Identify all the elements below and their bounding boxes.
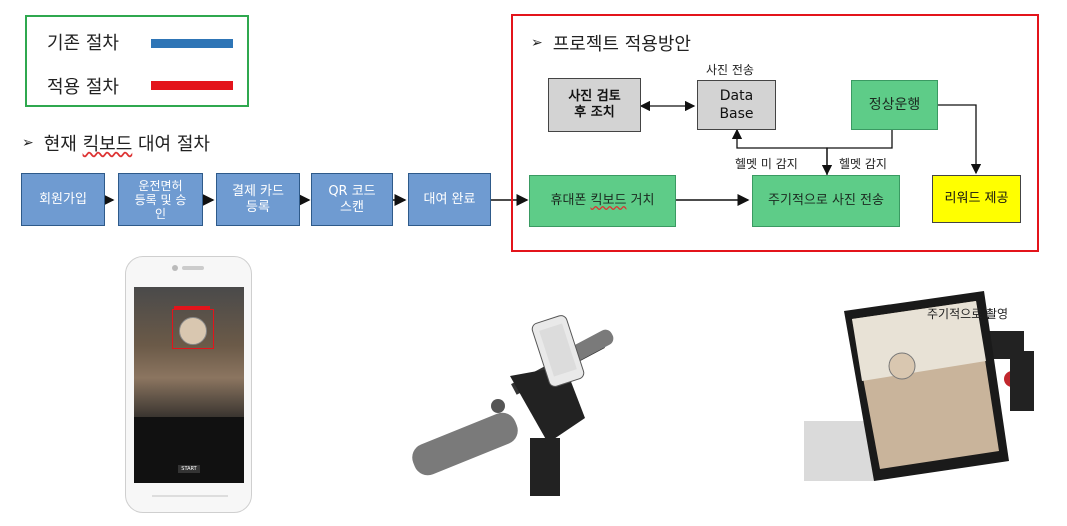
helmet-not-detected-label: 헬멧 미 감지 [735, 157, 798, 171]
mounted-phone-photo: 주기적으로 촬영 [804, 271, 1034, 499]
face-sticker-icon [179, 317, 207, 345]
step-sign-up: 회원가입 [21, 173, 105, 226]
heading-prefix: 현재 [43, 134, 83, 155]
database-box: Data Base [697, 80, 776, 130]
arrow-operation-to-reward [938, 104, 982, 175]
mounted-phone-drawing [804, 291, 1034, 481]
reward-box: 리워드 제공 [932, 175, 1021, 223]
step-rental-complete: 대여 완료 [408, 173, 491, 226]
db-caption: 사진 전송 [706, 63, 754, 77]
step-license-registration: 운전면허 등록 및 승 인 [118, 173, 203, 226]
project-frame [511, 14, 1039, 252]
legend-existing-label: 기존 절차 [47, 33, 119, 54]
legend-applied-swatch [151, 81, 233, 90]
helmet-detected-label: 헬멧 감지 [839, 157, 887, 171]
phone-nav-bar [152, 495, 228, 497]
periodic-send-box: 주기적으로 사진 전송 [752, 175, 900, 227]
current-procedure-heading: ➢ 현재 킥보드 대여 절차 [22, 130, 210, 156]
heading-suffix: 대여 절차 [132, 134, 210, 155]
phone-mockup: START [125, 256, 252, 513]
legend-box: 기존 절차 적용 절차 [25, 15, 249, 107]
phone-mount-box: 휴대폰 킥보드 거치 [529, 175, 676, 227]
phone-camera-icon [172, 265, 178, 271]
phone-speaker-icon [182, 266, 204, 270]
legend-applied-label: 적용 절차 [47, 77, 119, 98]
kickboard-handlebar-illustration [412, 315, 614, 496]
project-heading: ➢ 프로젝트 적용방안 [531, 34, 691, 55]
bullet-arrow-icon: ➢ [22, 135, 34, 151]
start-button[interactable]: START [178, 465, 200, 473]
heading-kickboard-word: 킥보드 [82, 134, 133, 155]
face-detection-tag [174, 306, 210, 310]
step-qr-scan: QR 코드 스캔 [311, 173, 393, 226]
bullet-arrow-icon: ➢ [531, 35, 543, 51]
legend-existing-swatch [151, 39, 233, 48]
step-card-registration: 결제 카드 등록 [216, 173, 300, 226]
photo-review-box: 사진 검토 후 조치 [548, 78, 641, 132]
periodic-capture-caption: 주기적으로 촬영 [927, 307, 1009, 321]
camera-preview-photo [134, 287, 244, 417]
phone-screen: START [134, 287, 244, 483]
arrow-helmet-detected [821, 130, 893, 176]
normal-operation-box: 정상운행 [851, 80, 938, 130]
